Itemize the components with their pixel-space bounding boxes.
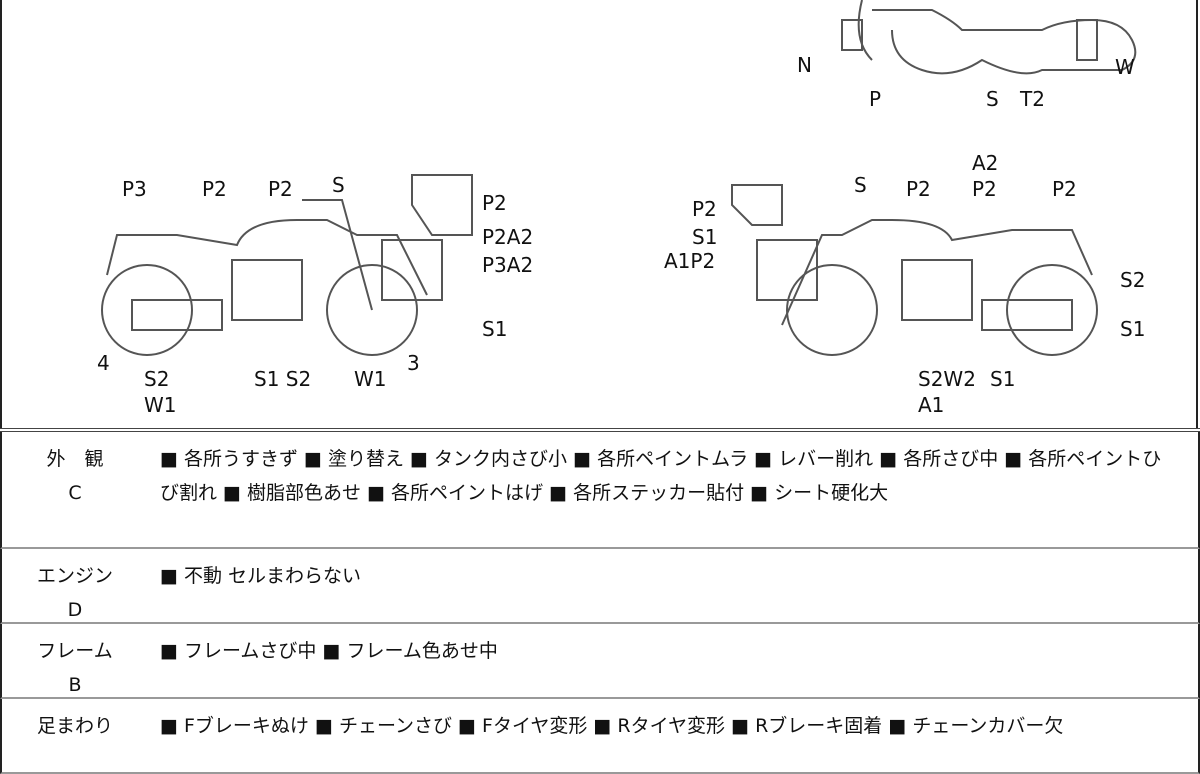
right-view-labels: S P2 A2 P2 P2 P2 S1 A1P2 S2 S1 S2W2 S1 A…: [664, 151, 1145, 417]
label: 4: [97, 351, 110, 375]
label: P2: [1052, 177, 1077, 201]
condition-items: ■ フレームさび中 ■ フレーム色あせ中: [160, 640, 498, 662]
label-n: N: [797, 53, 812, 77]
motorcycle-damage-diagram: N P S T2 W P3 P2 P2 S P2 P2A2 P3A2 S1 4 …: [0, 0, 1198, 428]
category-name: フレーム: [37, 640, 113, 662]
condition-table: 外 観 C ■ 各所うすきず ■ 塗り替え ■ タンク内さび小 ■ 各所ペイントム…: [0, 428, 1200, 774]
label: S: [854, 173, 867, 197]
left-view-labels: P3 P2 P2 S P2 P2A2 P3A2 S1 4 S2 W1 S1 S2…: [97, 173, 533, 417]
top-view-drawing: [841, 0, 1137, 75]
label: A1: [918, 393, 944, 417]
label-p: P: [869, 87, 881, 111]
label: P2: [482, 191, 507, 215]
label-t2: T2: [1019, 87, 1045, 111]
label-w: W: [1115, 55, 1135, 79]
label: W1: [354, 367, 387, 391]
condition-items: ■ Fブレーキぬけ ■ チェーンさび ■ Fタイヤ変形 ■ Rタイヤ変形 ■ R…: [160, 715, 1064, 737]
category-grade: C: [68, 482, 82, 504]
left-bike-drawing: [101, 174, 473, 356]
label: S2: [1120, 268, 1145, 292]
label: S1 S2: [254, 367, 311, 391]
diagram-svg: N P S T2 W P3 P2 P2 S P2 P2A2 P3A2 S1 4 …: [97, 0, 1145, 417]
condition-items: ■ 不動 セルまわらない: [160, 565, 362, 587]
row-engine: エンジン D ■ 不動 セルまわらない: [0, 549, 1200, 624]
label: S1: [1120, 317, 1145, 341]
category-grade: B: [68, 674, 82, 696]
label: 3: [407, 351, 420, 375]
label: P2: [692, 197, 717, 221]
label: S1: [482, 317, 507, 341]
category-name: 足まわり: [36, 715, 113, 737]
label: P2: [972, 177, 997, 201]
label: P2: [906, 177, 931, 201]
label-s: S: [986, 87, 999, 111]
row-suspension: 足まわり ■ Fブレーキぬけ ■ チェーンさび ■ Fタイヤ変形 ■ Rタイヤ変…: [0, 699, 1200, 774]
label: S1: [692, 225, 717, 249]
label: P3: [122, 177, 147, 201]
label: A2: [972, 151, 998, 175]
condition-items: ■ 各所うすきず ■ 塗り替え ■ タンク内さび小 ■ 各所ペイントムラ ■ レ…: [160, 448, 1162, 504]
category-name: 外 観: [46, 448, 104, 470]
label: W1: [144, 393, 177, 417]
row-frame: フレーム B ■ フレームさび中 ■ フレーム色あせ中: [0, 624, 1200, 699]
right-bike-drawing: [731, 184, 1098, 356]
label: S2: [144, 367, 169, 391]
row-exterior: 外 観 C ■ 各所うすきず ■ 塗り替え ■ タンク内さび小 ■ 各所ペイントム…: [0, 432, 1200, 549]
label: S1: [990, 367, 1015, 391]
label: S: [332, 173, 345, 197]
label: P2: [202, 177, 227, 201]
label: P3A2: [482, 253, 533, 277]
category-name: エンジン: [36, 565, 113, 587]
label: P2A2: [482, 225, 533, 249]
label: P2: [268, 177, 293, 201]
category-grade: D: [67, 599, 83, 621]
label: S2W2: [918, 367, 976, 391]
label: A1P2: [664, 249, 715, 273]
top-view-labels: N P S T2 W: [797, 53, 1135, 111]
